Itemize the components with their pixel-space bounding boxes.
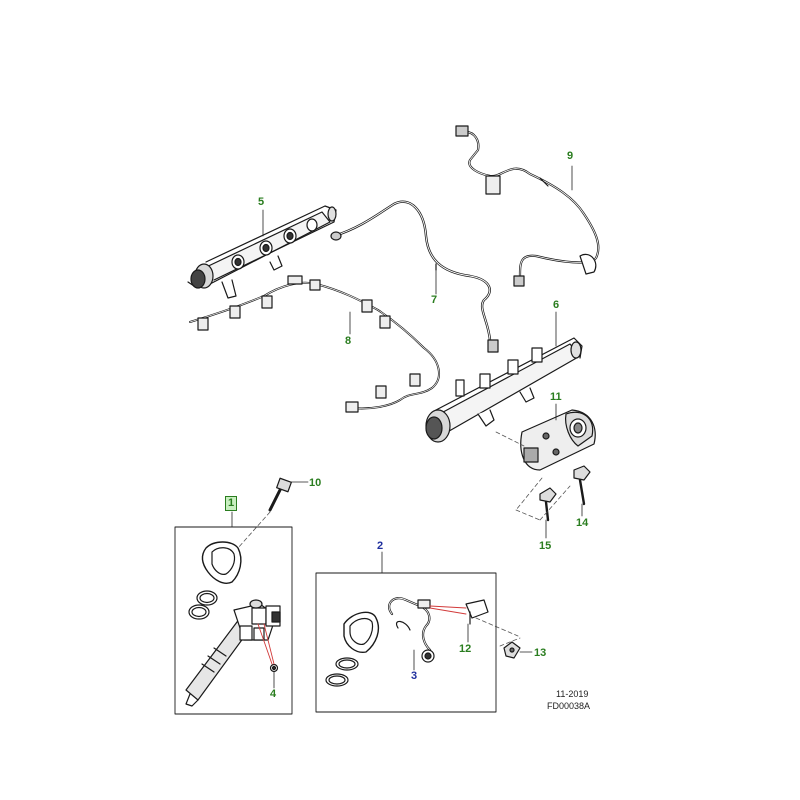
diagram-code: FD00038A: [547, 701, 591, 711]
callout-2[interactable]: 2: [377, 540, 384, 552]
diagram-date: 11-2019: [556, 689, 589, 699]
fuel-return-pipe-9: [456, 126, 598, 286]
callout-13[interactable]: 13: [534, 647, 547, 659]
fuel-rail-right: [426, 338, 582, 442]
callout-9[interactable]: 9: [567, 150, 574, 162]
callout-15[interactable]: 15: [539, 540, 552, 552]
bolt-15: [539, 487, 557, 520]
high-pressure-pump-11: [521, 410, 595, 470]
bolt-14: [573, 465, 591, 504]
callout-8[interactable]: 8: [345, 335, 352, 347]
injector-assembly-1: [186, 542, 280, 706]
injector-harness-8: [190, 276, 439, 412]
red-leader-lines: [257, 605, 467, 665]
injector-kit-box: [174, 526, 293, 715]
callout-7[interactable]: 7: [431, 294, 438, 306]
callout-10[interactable]: 10: [309, 477, 322, 489]
connector-kit-2: [326, 598, 488, 686]
callout-12[interactable]: 12: [459, 643, 472, 655]
fuel-rail-left: [188, 206, 336, 298]
fuel-pipe-7: [331, 202, 498, 352]
callout-14[interactable]: 14: [576, 517, 589, 529]
bolt-10: [270, 478, 291, 510]
callout-leaders: [231, 165, 583, 689]
assembly-leader-lines: [237, 431, 571, 647]
connector-kit-box: [315, 572, 497, 713]
callout-3[interactable]: 3: [411, 670, 418, 682]
callout-1[interactable]: 1: [225, 496, 238, 511]
callout-5[interactable]: 5: [258, 196, 265, 208]
bolt-13: [503, 641, 521, 659]
callout-4[interactable]: 4: [270, 688, 277, 700]
callout-11[interactable]: 11: [550, 391, 562, 403]
callout-6[interactable]: 6: [553, 299, 560, 311]
